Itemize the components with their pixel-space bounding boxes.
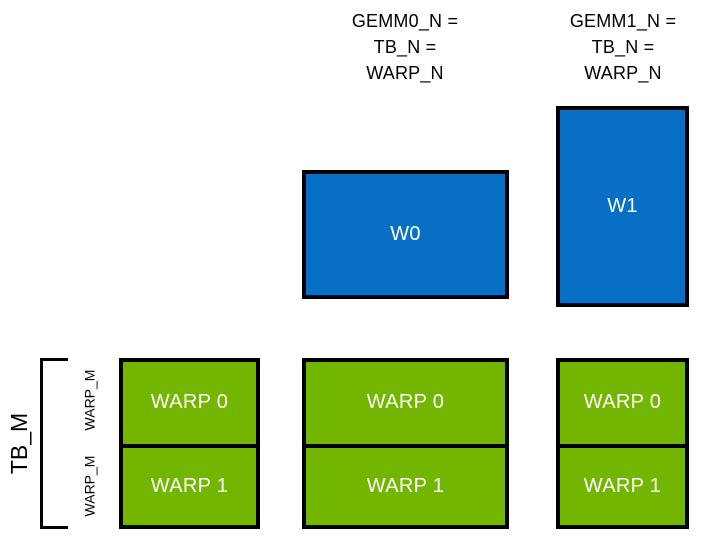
warp-row-col1-1: WARP 1 (306, 443, 505, 526)
warp-row-col2-1-label: WARP 1 (583, 474, 662, 497)
warp-row-col2-1: WARP 1 (560, 443, 685, 526)
warp-row-col1-1-label: WARP 1 (366, 474, 445, 497)
warp-row-col0-0: WARP 0 (123, 362, 256, 444)
tb-m-label: TB_M (0, 358, 40, 529)
warp-stack-col0: WARP 0 WARP 1 (119, 358, 260, 529)
tb-m-bracket (40, 358, 68, 529)
warp-tile-w1: W1 (556, 106, 689, 307)
warp-tile-w0: W0 (302, 170, 509, 299)
warp-row-col0-1: WARP 1 (123, 443, 256, 526)
warp-stack-col1: WARP 0 WARP 1 (302, 358, 509, 529)
caption-gemm1-dimensions: GEMM1_N = TB_N = WARP_N (569, 11, 677, 83)
warp-row-col0-1-label: WARP 1 (150, 474, 229, 497)
warp-row-col1-0-label: WARP 0 (366, 391, 445, 414)
tb-m-label-text: TB_M (6, 412, 33, 475)
warp-row-col2-0: WARP 0 (560, 362, 685, 444)
warp-m-label-top-text: WARP_M (81, 369, 97, 431)
warp-row-col0-0-label: WARP 0 (150, 391, 229, 414)
warp-tile-w0-label: W0 (390, 223, 421, 245)
warp-tile-w1-label: W1 (607, 195, 638, 217)
caption-gemm0-dimensions: GEMM0_N = TB_N = WARP_N (351, 11, 459, 83)
warp-stack-col2: WARP 0 WARP 1 (556, 358, 689, 529)
warp-row-col2-0-label: WARP 0 (583, 391, 662, 414)
warp-m-label-bottom: WARP_M (76, 444, 102, 528)
warp-row-col1-0: WARP 0 (306, 362, 505, 444)
warp-m-label-top: WARP_M (76, 358, 102, 442)
warp-m-label-bottom-text: WARP_M (81, 455, 97, 517)
